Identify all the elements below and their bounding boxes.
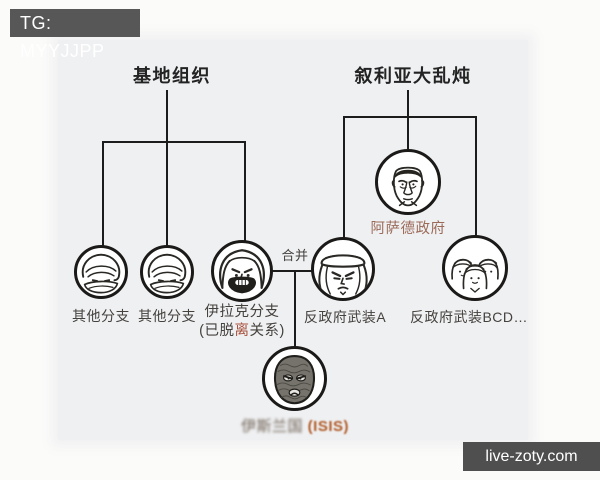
bearded-militant-face-icon <box>219 249 265 294</box>
keffiyeh-rebel-face-icon <box>318 254 368 296</box>
connector-line <box>102 141 246 143</box>
watermark-banner: live-zoty.com <box>463 442 600 471</box>
label-other-branch-1: 其他分支 <box>72 308 130 324</box>
connector-line <box>475 116 477 236</box>
merge-connector-line <box>272 270 312 272</box>
label-rebel-bcd: 反政府武装BCD… <box>409 309 529 325</box>
node-isis <box>262 346 327 411</box>
node-rebel-a <box>311 237 375 301</box>
label-isis-name: 伊斯兰国 <box>240 418 303 435</box>
node-other-branch-2 <box>140 245 194 299</box>
rebel-group-faces-icon <box>451 258 499 293</box>
connector-line <box>102 141 104 246</box>
merge-label: 合并 <box>281 248 309 263</box>
merge-connector-line <box>294 271 296 347</box>
connector-line <box>343 116 345 238</box>
tg-handle-text: TG: MYYJJPP <box>20 13 105 61</box>
assad-face-icon <box>391 166 425 207</box>
node-assad-government <box>375 149 441 215</box>
left-tree-title: 基地组织 <box>133 66 211 86</box>
label-iraq-branch: 伊拉克分支 (已脱离关系) <box>180 303 304 341</box>
connector-line <box>407 116 409 150</box>
masked-militant-face-icon <box>81 253 121 294</box>
node-rebel-bcd <box>442 235 508 301</box>
connector-line <box>166 90 168 142</box>
label-rebel-a: 反政府武装A <box>303 309 387 325</box>
label-isis: 伊斯兰国 (ISIS) <box>224 417 366 436</box>
balaclava-face-icon <box>273 355 316 405</box>
connector-line <box>407 90 409 117</box>
label-assad-government: 阿萨德政府 <box>370 221 446 237</box>
connector-line <box>344 116 477 118</box>
masked-militant-face-icon <box>147 253 187 294</box>
label-other-branch-2: 其他分支 <box>138 308 196 324</box>
label-iraq-branch-note: (已脱离关系) <box>199 323 285 339</box>
label-iraq-branch-name: 伊拉克分支 <box>204 304 280 320</box>
node-iraq-branch <box>211 240 273 302</box>
connector-line <box>166 141 168 246</box>
label-isis-suffix: (ISIS) <box>307 418 350 435</box>
right-tree-title: 叙利亚大乱炖 <box>354 66 472 86</box>
connector-line <box>244 141 246 241</box>
node-other-branch-1 <box>74 245 128 299</box>
tg-handle-banner: TG: MYYJJPP <box>10 9 140 61</box>
watermark-text: live-zoty.com <box>485 448 578 465</box>
